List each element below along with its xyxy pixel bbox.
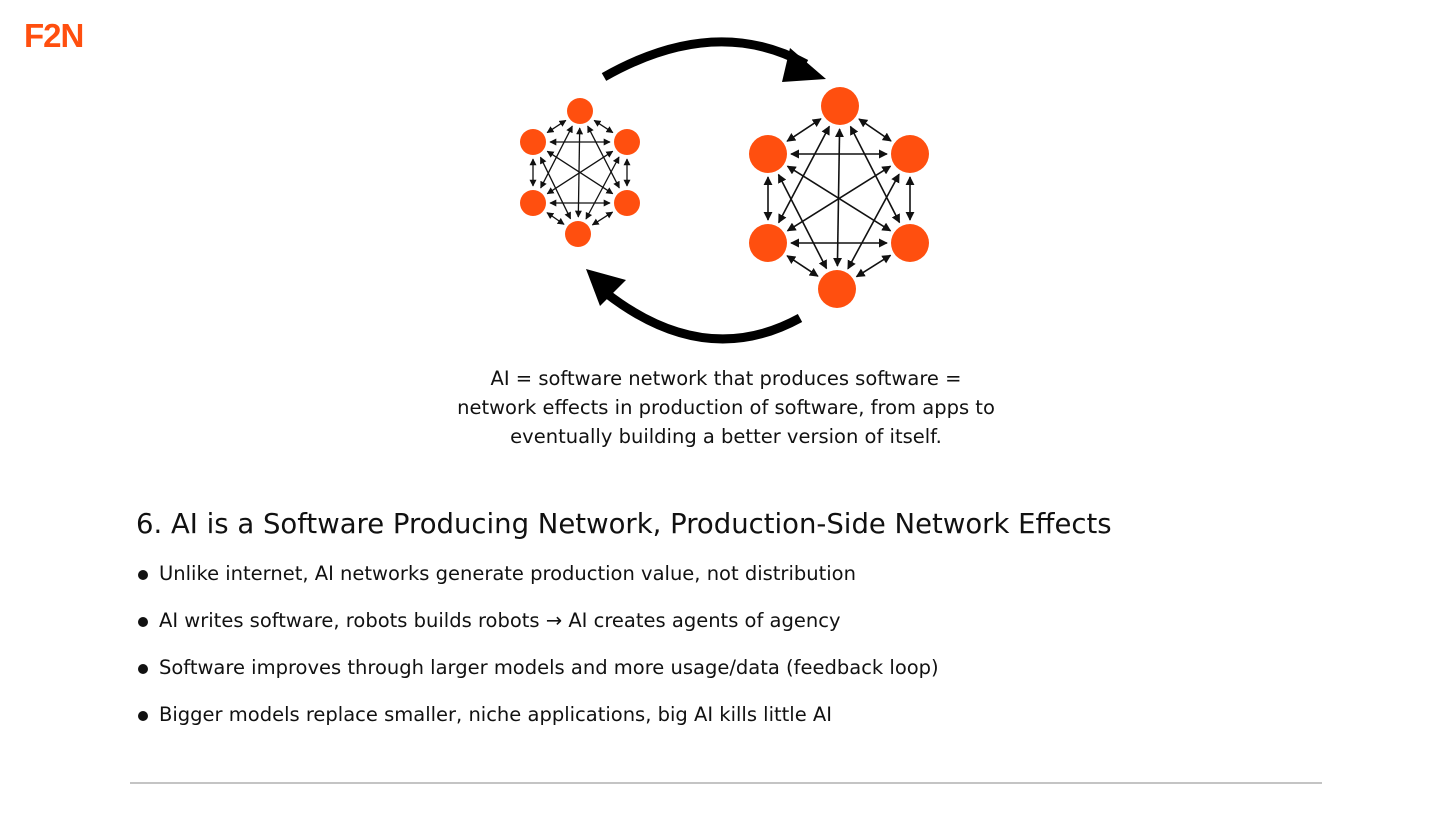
bullet-list: Unlike internet, AI networks generate pr… <box>136 558 939 746</box>
network-node <box>614 129 640 155</box>
bullet-item: AI writes software, robots builds robots… <box>136 605 939 652</box>
bullet-item: Unlike internet, AI networks generate pr… <box>136 558 939 605</box>
bullet-dot-icon <box>138 570 148 580</box>
bullet-dot-icon <box>138 664 148 674</box>
network-node <box>520 190 546 216</box>
network-node <box>891 224 929 262</box>
network-diagram <box>520 37 929 344</box>
footer-divider <box>130 782 1322 784</box>
network-edge <box>855 254 892 278</box>
network-edge <box>593 119 614 134</box>
network-node <box>891 135 929 173</box>
network-node <box>821 87 859 125</box>
network-edge <box>777 173 828 270</box>
bullet-dot-icon <box>138 711 148 721</box>
caption-line: network effects in production of softwar… <box>457 396 995 419</box>
network-node <box>818 270 856 308</box>
network-edge <box>849 125 901 224</box>
bullet-dot-icon <box>138 617 148 627</box>
network-node <box>749 224 787 262</box>
network-edge <box>777 125 831 224</box>
cycle-arrow-top <box>601 37 826 82</box>
network-edge <box>591 211 614 226</box>
network-edge <box>858 118 892 142</box>
caption-line: eventually building a better version of … <box>510 425 942 448</box>
network-edge <box>546 119 567 134</box>
bullet-text: AI writes software, robots builds robots… <box>159 609 841 632</box>
bullet-text: Bigger models replace smaller, niche app… <box>159 703 833 726</box>
bullet-text: Software improves through larger models … <box>159 656 939 679</box>
network-node <box>567 98 593 124</box>
f2n-logo: F2N <box>24 17 84 54</box>
network-edge <box>539 156 572 220</box>
large-network <box>749 87 929 308</box>
network-node <box>614 190 640 216</box>
bullet-item: Bigger models replace smaller, niche app… <box>136 699 939 746</box>
cycle-arrow-bottom <box>586 269 803 344</box>
diagram-caption: AI = software network that produces soft… <box>376 364 1076 451</box>
network-edge <box>786 255 819 277</box>
bullet-text: Unlike internet, AI networks generate pr… <box>159 562 856 585</box>
network-node <box>749 135 787 173</box>
network-node <box>565 221 591 247</box>
caption-line: AI = software network that produces soft… <box>490 367 962 390</box>
section-title: 6. AI is a Software Producing Network, P… <box>136 508 1112 540</box>
small-network <box>520 98 640 247</box>
network-edge <box>585 156 620 220</box>
bullet-item: Software improves through larger models … <box>136 652 939 699</box>
network-edge <box>786 118 822 142</box>
network-edge <box>546 212 565 225</box>
network-node <box>520 129 546 155</box>
